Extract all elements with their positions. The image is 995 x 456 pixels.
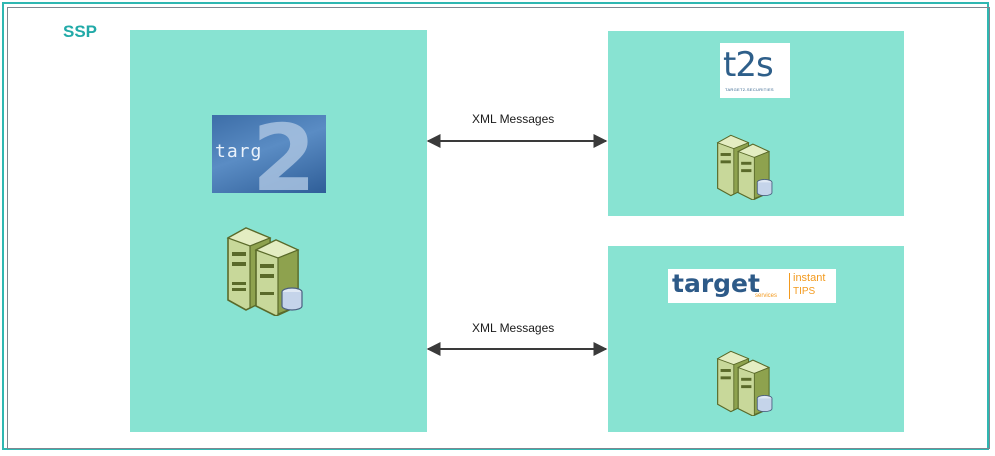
- target2-box: [130, 30, 427, 432]
- tips-logo: target services instant TIPS: [668, 269, 836, 303]
- t2s-logo: t2s TARGET2-SECURITIES: [720, 43, 790, 98]
- ssp-outer-frame: [2, 2, 989, 450]
- tips-logo-divider: [789, 273, 790, 299]
- tips-logo-text: target: [672, 269, 760, 298]
- t2s-server-database-icon: [716, 134, 773, 200]
- tips-logo-sub: services: [755, 293, 778, 299]
- ssp-label: SSP: [63, 22, 98, 41]
- target2-logo: 2 targ: [212, 115, 326, 193]
- t2s-logo-tagline: TARGET2-SECURITIES: [725, 87, 774, 92]
- tips-logo-product: instant: [793, 272, 826, 284]
- target2-server-database-icon: [226, 227, 303, 316]
- t2s-logo-text: t2s: [723, 45, 774, 85]
- tips-server-database-icon: [716, 350, 773, 416]
- target2-logo-text: targ: [215, 141, 263, 162]
- ssp-inner-frame: [7, 7, 990, 449]
- connection-label-tips: XML Messages: [472, 321, 555, 335]
- target2-logo-digit: 2: [252, 115, 317, 193]
- tips-logo-product2: TIPS: [793, 286, 816, 297]
- connection-label-t2s: XML Messages: [472, 112, 555, 126]
